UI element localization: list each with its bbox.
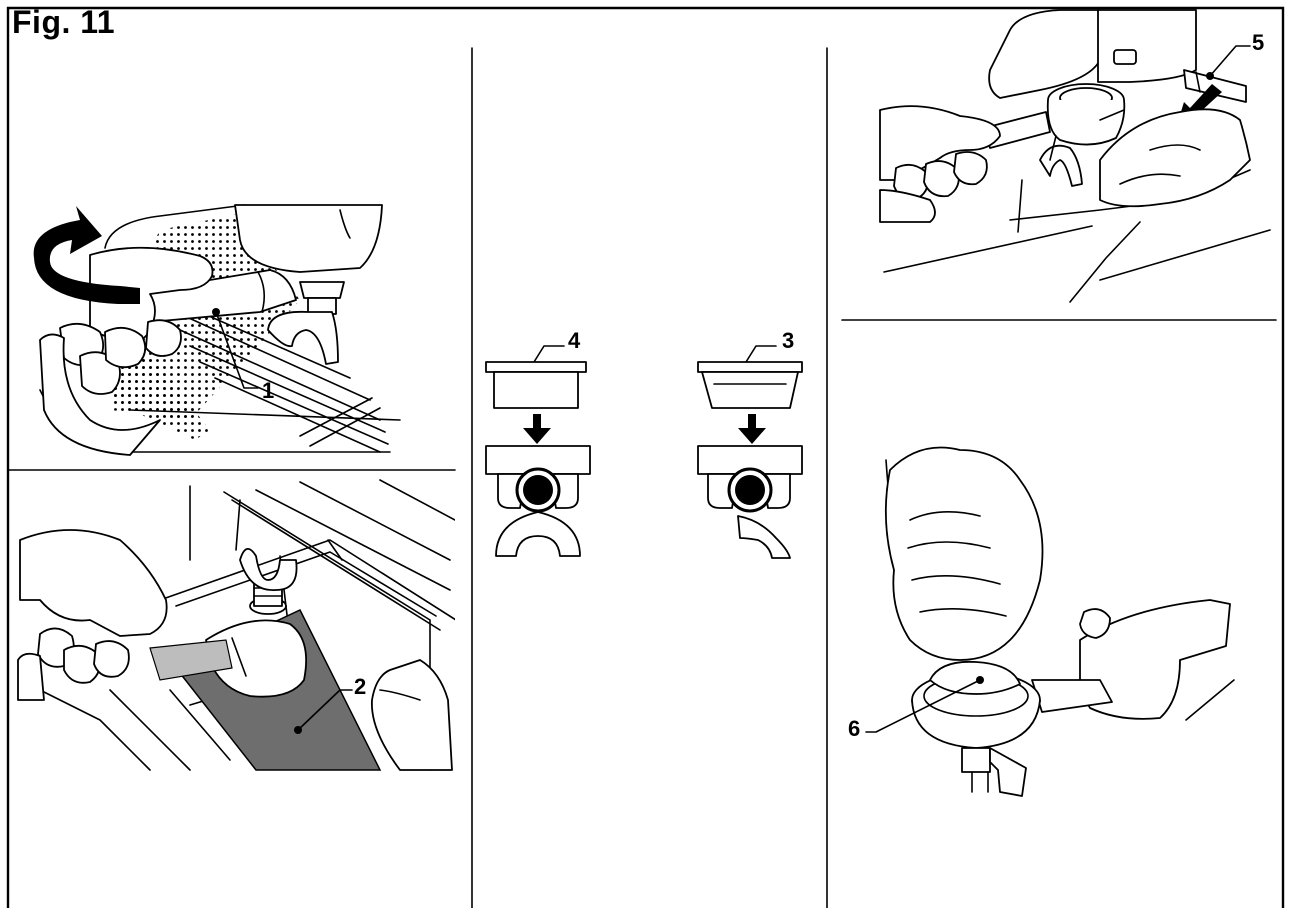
panel-tamp-coffee: 6: [848, 448, 1234, 797]
hand-panel-b: [20, 530, 167, 636]
callout-4-leader: [534, 346, 564, 362]
spout: [268, 312, 338, 364]
arrow-down-icon: [738, 414, 766, 444]
panel-filter-types: 4 3: [486, 328, 802, 558]
callout-3-leader: [746, 346, 776, 362]
callout-6: 6: [848, 716, 860, 741]
panel-insert-holder: 1: [34, 205, 400, 455]
filter-double: 3: [698, 328, 802, 558]
holder-double-spout: [738, 516, 790, 558]
callout-5-leader: [1210, 46, 1250, 76]
callout-4: 4: [568, 328, 581, 353]
panel-release-filter: 5: [880, 10, 1270, 302]
holder-single-spout: [496, 512, 580, 556]
hand-top-d: [886, 448, 1043, 661]
callout-3: 3: [782, 328, 794, 353]
filter-single: 4: [486, 328, 590, 556]
arrow-down-icon: [523, 414, 551, 444]
callout-5: 5: [1252, 30, 1264, 55]
callout-1: 1: [262, 378, 274, 403]
group-head-c: [1098, 10, 1196, 82]
callout-2: 2: [354, 674, 366, 699]
group-head: [235, 205, 382, 272]
panel-remove-tray: 2: [18, 480, 456, 770]
